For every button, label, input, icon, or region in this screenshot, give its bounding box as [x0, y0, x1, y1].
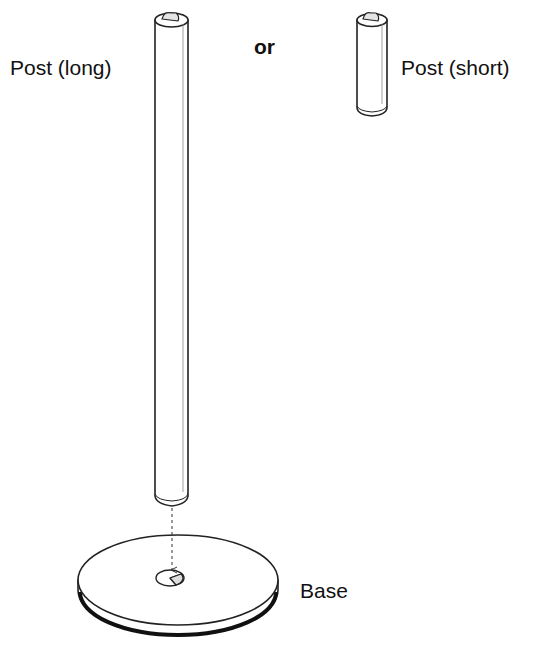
or-label: or	[254, 34, 275, 59]
part-label: Post (short)	[401, 55, 510, 80]
insert-guide	[172, 508, 173, 570]
part-label: Base	[300, 578, 348, 603]
short-post	[357, 13, 387, 116]
long-post	[155, 13, 188, 506]
part-label: Post (long)	[10, 55, 112, 80]
base-disc	[78, 535, 278, 635]
